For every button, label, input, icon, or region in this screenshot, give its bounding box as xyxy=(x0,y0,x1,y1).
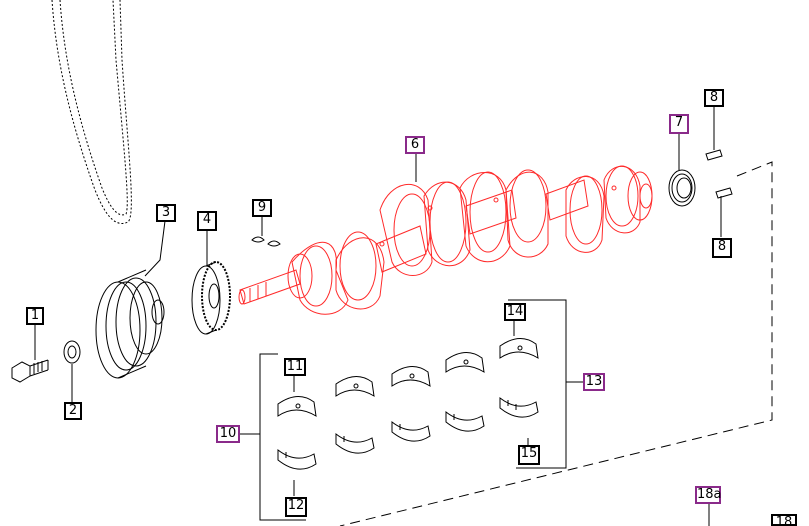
callout-7[interactable]: 7 xyxy=(669,114,689,134)
callout-4[interactable]: 4 xyxy=(197,211,217,231)
callout-6[interactable]: 6 xyxy=(405,136,425,154)
washer-part[interactable] xyxy=(63,340,81,364)
callout-13[interactable]: 13 xyxy=(583,373,605,391)
callout-18a[interactable]: 18a xyxy=(695,486,722,504)
callout-15[interactable]: 15 xyxy=(518,445,540,465)
callout-2[interactable]: 2 xyxy=(64,402,82,420)
pilot-bearing[interactable] xyxy=(668,169,696,207)
callout-12[interactable]: 12 xyxy=(285,497,307,517)
woodruff-keys[interactable] xyxy=(251,236,281,247)
callout-11[interactable]: 11 xyxy=(284,358,306,376)
callout-8-top[interactable]: 8 xyxy=(704,89,724,107)
dashed-outline xyxy=(339,161,773,526)
drive-belt xyxy=(51,0,132,224)
bearing-brackets xyxy=(238,299,584,521)
callout-18[interactable]: 18 xyxy=(771,514,797,526)
lower-bearing-shells[interactable] xyxy=(277,396,539,470)
crankshaft-part[interactable] xyxy=(238,165,653,315)
gear-part[interactable] xyxy=(191,261,231,335)
callout-9[interactable]: 9 xyxy=(252,199,272,217)
callout-14[interactable]: 14 xyxy=(504,303,526,321)
upper-bearing-shells[interactable] xyxy=(277,338,539,417)
pulley-part[interactable] xyxy=(95,269,165,379)
leader-lines xyxy=(34,106,722,526)
bolt-part[interactable] xyxy=(11,359,49,383)
callout-10[interactable]: 10 xyxy=(216,425,240,443)
callout-1[interactable]: 1 xyxy=(26,307,44,325)
callout-8-bottom[interactable]: 8 xyxy=(712,238,732,258)
dowel-pins[interactable] xyxy=(705,149,733,199)
callout-3[interactable]: 3 xyxy=(156,204,176,222)
